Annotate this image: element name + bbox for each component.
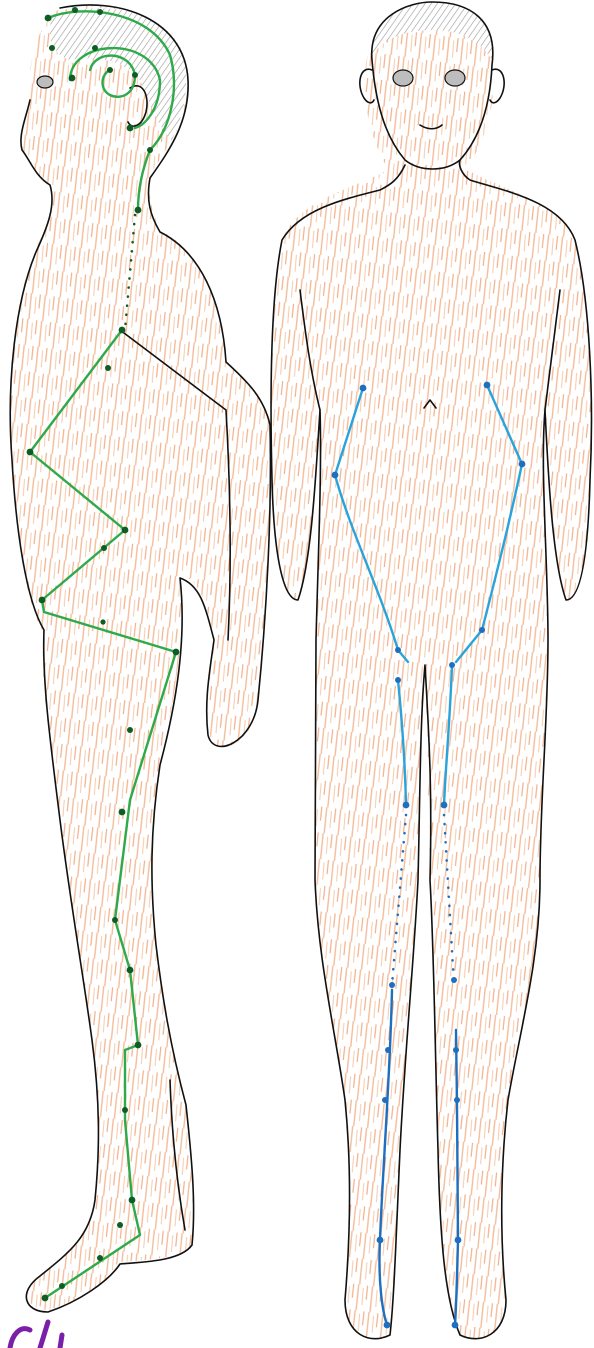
side-figure-eye xyxy=(37,76,53,88)
side-view-figure xyxy=(10,5,271,1312)
front-view-figure xyxy=(271,2,591,1339)
front-figure-skin-shading xyxy=(271,4,591,1339)
side-figure-skin-shading xyxy=(10,5,271,1310)
front-figure-left-eye xyxy=(393,70,413,86)
purple-mark xyxy=(10,1322,62,1348)
front-figure-right-eye xyxy=(445,70,465,86)
